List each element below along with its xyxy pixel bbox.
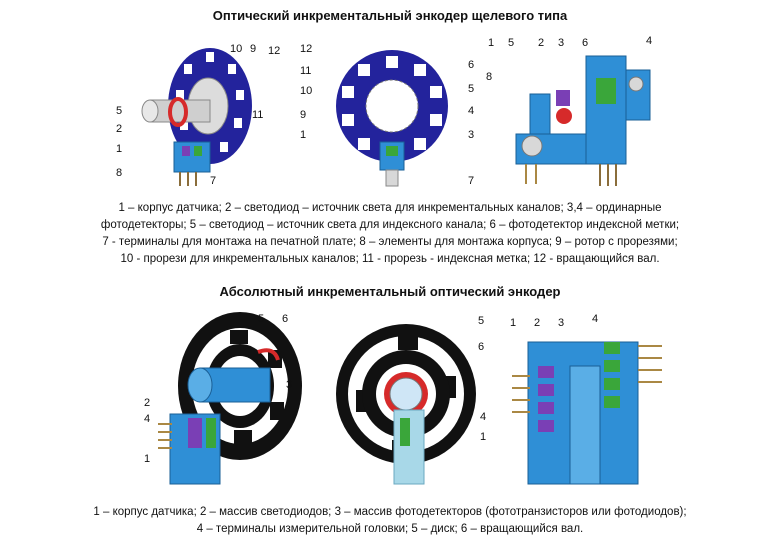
callout-11: 11 [300, 65, 311, 77]
slit-encoder-figure-a: 10 9 12 5 11 2 1 8 7 [116, 43, 280, 187]
callout-1: 1 [510, 317, 516, 329]
callout-6: 6 [582, 37, 588, 49]
callout-4: 4 [480, 411, 486, 423]
callout-12: 12 [300, 43, 312, 55]
callout-6: 6 [468, 59, 474, 71]
caption-line: 1 – корпус датчика; 2 – светодиод – исто… [118, 202, 662, 214]
callout-9: 9 [250, 43, 256, 55]
callout-1: 1 [480, 431, 486, 443]
caption-line: 7 - терминалы для монтажа на печатной пл… [102, 236, 678, 248]
callout-8: 8 [486, 71, 492, 83]
led [556, 90, 570, 106]
callout-5: 5 [508, 37, 514, 49]
sensor-housing [173, 141, 211, 173]
photodetector [596, 78, 616, 104]
caption-line: 4 – терминалы измерительной головки; 5 –… [196, 523, 584, 535]
callout-2: 2 [116, 123, 122, 135]
led-array [538, 366, 554, 432]
absolute-encoder-figure-d: 5 6 3 2 4 1 [144, 312, 302, 485]
callout-4: 4 [144, 413, 150, 425]
callout-3: 3 [286, 379, 292, 391]
callout-7: 7 [468, 175, 474, 187]
callout-1: 1 [116, 143, 122, 155]
callout-3: 3 [558, 37, 564, 49]
callout-3: 3 [558, 317, 564, 329]
callout-9: 9 [300, 109, 306, 121]
callout-8: 8 [116, 167, 122, 179]
callout-7: 7 [210, 175, 216, 187]
callout-1: 1 [488, 37, 494, 49]
caption-line: 10 - прорези для инкрементальных каналов… [120, 253, 660, 265]
caption-line: фотодетекторы; 5 – светодиод – источник … [100, 219, 680, 231]
absolute-encoder-title: Абсолютный инкрементальный оптический эн… [219, 284, 561, 299]
rotating-shaft [149, 99, 211, 123]
slit-encoder-figure-c: 1 5 2 3 6 4 8 [486, 35, 652, 186]
callout-3: 3 [468, 129, 474, 141]
index-led [556, 108, 572, 124]
callout-5: 5 [116, 105, 122, 117]
slit-encoder-figure-b: 12 11 10 9 1 6 5 4 3 7 [300, 43, 474, 187]
absolute-encoder-figure-e: 5 6 4 1 [336, 315, 486, 485]
callout-6: 6 [478, 341, 484, 353]
photodetector-array [206, 418, 216, 448]
callout-4: 4 [646, 35, 652, 47]
callout-5: 5 [258, 313, 264, 325]
callout-1: 1 [300, 129, 306, 141]
callout-1: 1 [144, 453, 150, 465]
callout-4: 4 [592, 313, 598, 325]
absolute-encoder-caption: 1 – корпус датчика; 2 – массив светодиод… [20, 504, 760, 538]
callout-5: 5 [468, 83, 474, 95]
caption-line: 1 – корпус датчика; 2 – массив светодиод… [93, 506, 687, 518]
photodetector-array [604, 342, 620, 408]
callout-11: 11 [252, 109, 263, 121]
callout-4: 4 [468, 105, 474, 117]
callout-6: 6 [282, 313, 288, 325]
absolute-encoder-figure-f: 1 2 3 4 [510, 313, 662, 485]
callout-2: 2 [534, 317, 540, 329]
slit-encoder-title: Оптический инкрементальный энкодер щелев… [212, 8, 568, 23]
callout-12: 12 [268, 45, 280, 57]
incremental-slits [342, 56, 442, 150]
callout-5: 5 [478, 315, 484, 327]
callout-2: 2 [144, 397, 150, 409]
callout-10: 10 [300, 85, 312, 97]
callout-2: 2 [538, 37, 544, 49]
callout-10: 10 [230, 43, 242, 55]
led-array [188, 418, 202, 448]
index-slit-marker [168, 97, 188, 127]
slit-encoder-caption: 1 – корпус датчика; 2 – светодиод – исто… [20, 200, 760, 268]
